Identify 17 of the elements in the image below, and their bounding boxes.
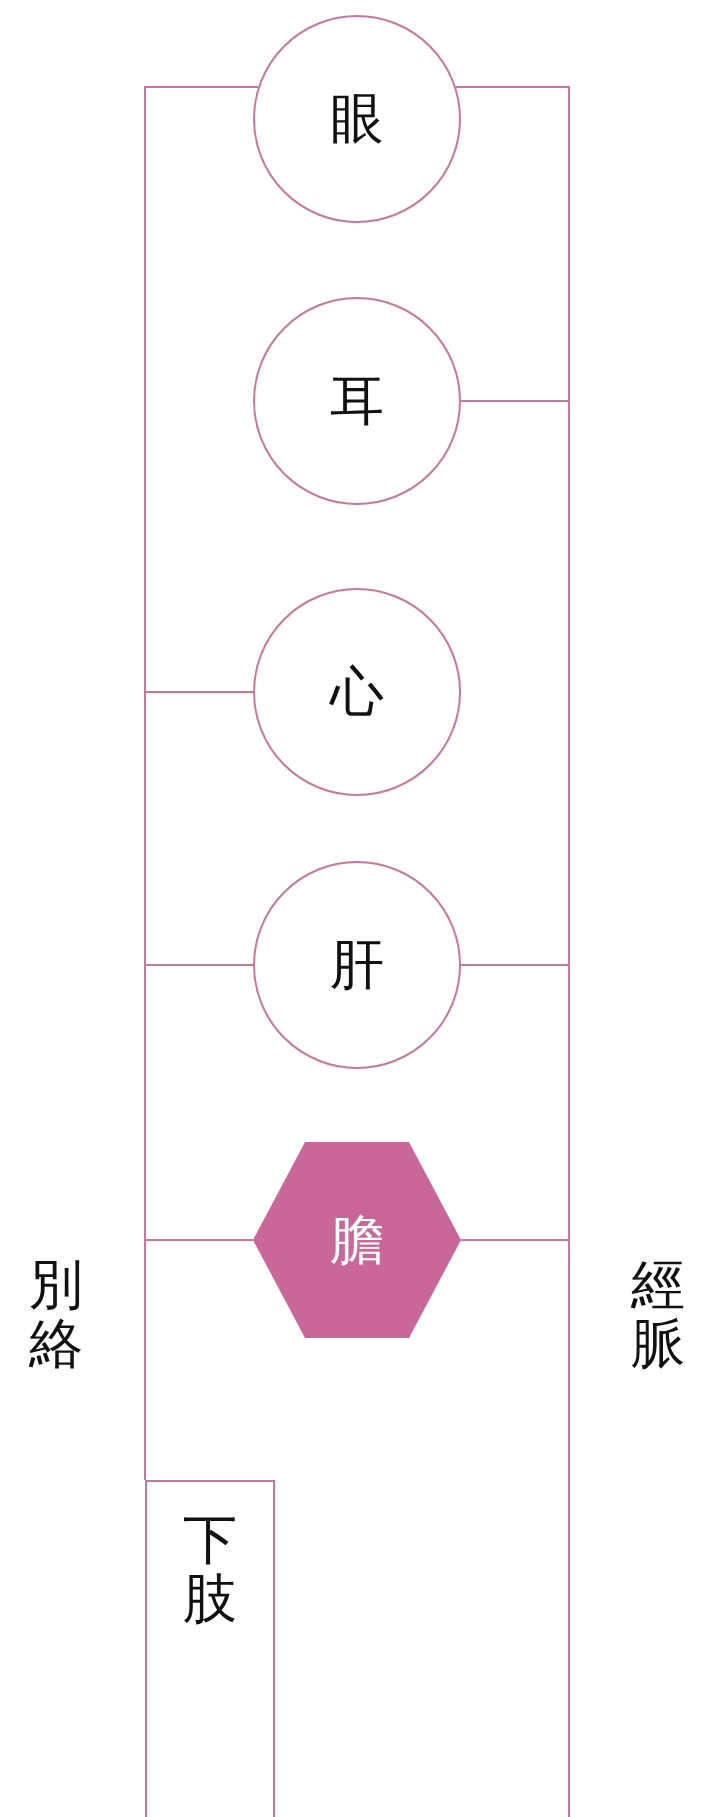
organ-circle <box>253 297 461 505</box>
organ-hexagon <box>253 1142 461 1338</box>
organ-circle <box>253 15 461 223</box>
connector-line <box>144 1239 254 1481</box>
organ-name: 耳 <box>330 374 384 428</box>
limb-box <box>145 1480 275 1817</box>
limb-name: 下肢 <box>182 1510 238 1629</box>
connector-line <box>454 86 570 402</box>
organ-circle <box>253 588 461 796</box>
organ-name: 眼 <box>330 92 384 146</box>
organ-name: 心 <box>330 665 384 719</box>
organ-name: 膽 <box>330 1213 384 1267</box>
connector-line <box>144 86 260 693</box>
channel-label: 經脈 <box>630 1255 686 1374</box>
channel-label: 別絡 <box>28 1255 84 1374</box>
organ-name: 肝 <box>330 938 384 992</box>
organ-circle <box>253 861 461 1069</box>
